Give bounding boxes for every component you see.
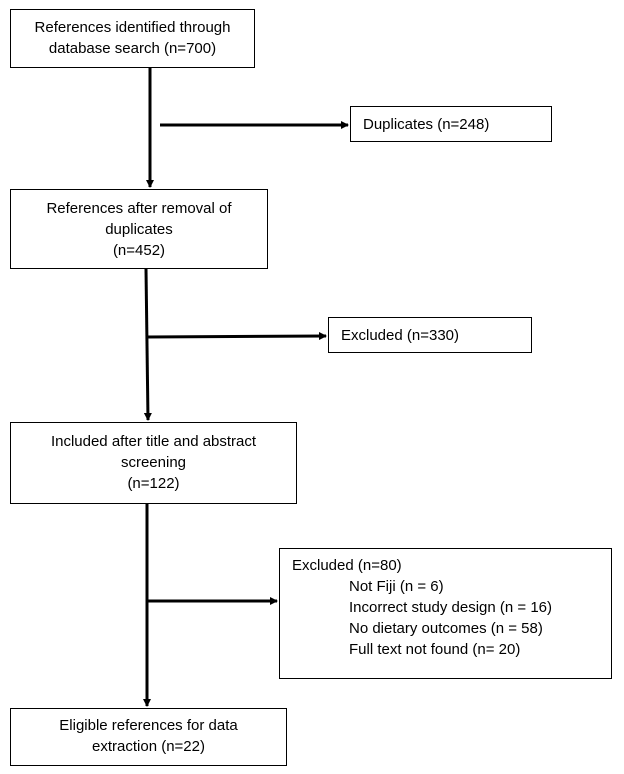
box-included-line-2: screening bbox=[120, 454, 187, 471]
exclusion-reason-study-design: Incorrect study design (n = 16) bbox=[349, 599, 553, 616]
exclusion-reason-dietary-outcomes: No dietary outcomes (n = 58) bbox=[349, 620, 543, 637]
box-included-line-3: (n=122) bbox=[127, 475, 180, 492]
box-identified: References identified through database s… bbox=[10, 9, 255, 68]
box-included: Included after title and abstract screen… bbox=[10, 422, 297, 504]
box-duplicates: Duplicates (n=248) bbox=[350, 106, 552, 142]
arrow-to-excluded-330 bbox=[146, 332, 327, 341]
box-eligible: Eligible references for data extraction … bbox=[10, 708, 287, 766]
box-after-removal-line-2: duplicates bbox=[105, 221, 173, 238]
box-included-line-1: Included after title and abstract bbox=[50, 433, 257, 450]
box-identified-line-1: References identified through bbox=[34, 19, 231, 36]
box-excluded-80: Excluded (n=80) Not Fiji (n = 6) Incorre… bbox=[279, 548, 612, 679]
box-duplicates-label: Duplicates (n=248) bbox=[363, 116, 490, 133]
box-after-removal: References after removal of duplicates (… bbox=[10, 189, 268, 269]
box-eligible-line-1: Eligible references for data bbox=[59, 717, 238, 734]
box-after-removal-line-3: (n=452) bbox=[112, 242, 166, 259]
box-after-removal-line-1: References after removal of bbox=[46, 200, 232, 217]
box-excluded-330: Excluded (n=330) bbox=[328, 317, 532, 353]
exclusion-reason-not-fiji: Not Fiji (n = 6) bbox=[349, 578, 444, 595]
box-excluded-330-label: Excluded (n=330) bbox=[341, 327, 459, 344]
exclusion-reason-full-text: Full text not found (n= 20) bbox=[349, 641, 521, 658]
box-excluded-80-title: Excluded (n=80) bbox=[292, 557, 402, 574]
box-identified-line-2: database search (n=700) bbox=[48, 40, 217, 57]
box-eligible-line-2: extraction (n=22) bbox=[92, 738, 205, 755]
arrow-after-removal-to-included bbox=[143, 268, 152, 421]
